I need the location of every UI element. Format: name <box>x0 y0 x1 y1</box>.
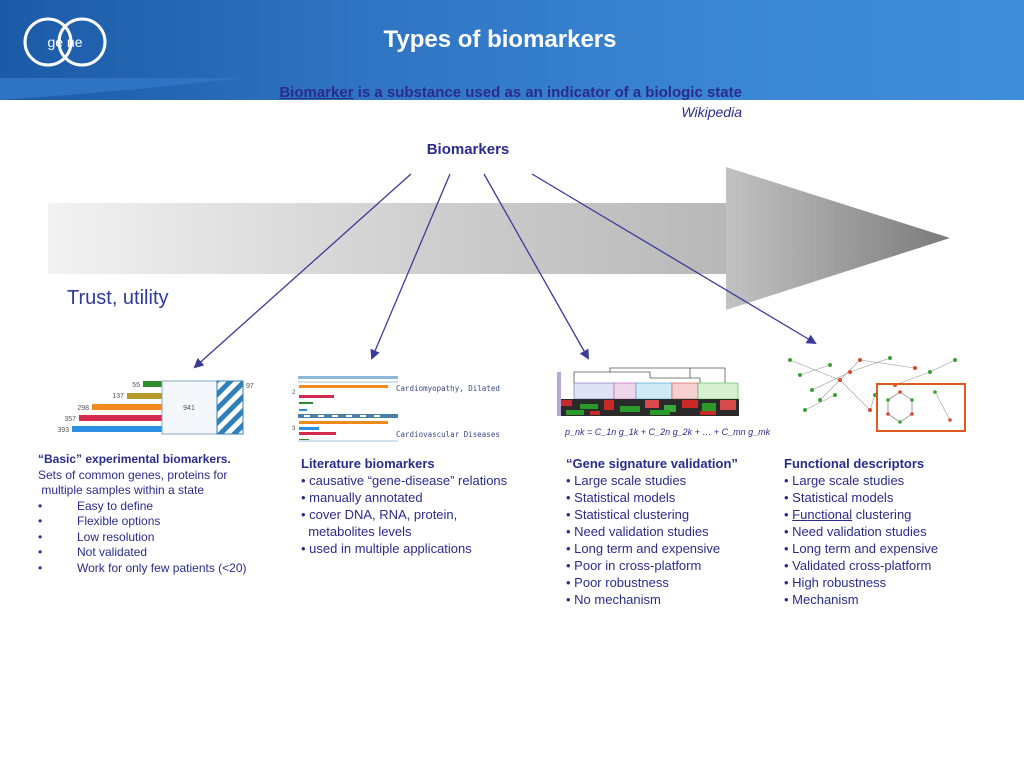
highlighted-module <box>876 383 966 432</box>
definition-rest: is a substance used as an indicator of a… <box>353 84 742 101</box>
list-item: • Large scale studies <box>566 473 687 488</box>
arrow-to-literature <box>370 173 451 360</box>
functional-network <box>776 346 966 432</box>
biomarkers-label: Biomarkers <box>426 141 510 158</box>
trust-utility-label: Trust, utility <box>67 287 169 309</box>
chart-side-value: 97 <box>246 383 254 390</box>
column-text: Sets of common genes, proteins for <box>38 467 228 482</box>
list-item: •Work for only few patients (<20) <box>38 560 247 575</box>
lit-label: Cardiovascular Diseases <box>396 430 500 439</box>
list-item: •Easy to define <box>38 498 154 513</box>
list-item: • Need validation studies <box>566 524 709 539</box>
gene-signature-formula: p_nk = C_1n g_1k + C_2n g_2k + … + C_mn … <box>565 427 771 437</box>
lit-bar <box>299 402 313 404</box>
list-item: •Low resolution <box>38 529 155 544</box>
chart-value-label: 55 <box>132 382 140 389</box>
list-item: • Statistical clustering <box>566 507 690 522</box>
list-item: • manually annotated <box>301 490 423 505</box>
list-item: • Mechanism <box>784 592 859 607</box>
trust-arrow-head <box>726 167 950 310</box>
list-item: • used in multiple applications <box>301 541 472 556</box>
column-text: multiple samples within a state <box>38 483 205 497</box>
list-item: • Need validation studies <box>784 524 927 539</box>
list-item: • No mechanism <box>566 592 661 607</box>
list-item: •Not validated <box>38 545 148 559</box>
definition-source: Wikipedia <box>681 104 742 120</box>
literature-biomarkers-column: Literature biomarkers • causative “gene-… <box>301 455 551 557</box>
literature-chart: 2 3 Cardiomyopathy, Dilated Cardiovascul… <box>292 376 500 442</box>
column-heading: “Gene signature validation” <box>566 456 738 471</box>
column-heading: Literature biomarkers <box>301 456 435 471</box>
arrow-to-functional <box>531 173 817 345</box>
lit-bar <box>299 421 388 424</box>
arrow-to-signature <box>483 173 589 360</box>
header-curve <box>0 78 250 100</box>
chart-value-label: 357 <box>64 416 76 423</box>
chart-bar <box>143 381 162 387</box>
chart-hatched-box <box>216 380 244 435</box>
list-item: • Large scale studies <box>784 473 905 488</box>
lit-bar <box>299 427 319 430</box>
list-item: • Validated cross-platform <box>784 558 932 573</box>
list-item: • causative “gene-disease” relations <box>301 473 508 488</box>
list-item: • Statistical models <box>566 490 676 505</box>
list-item: • High robustness <box>784 575 887 590</box>
list-item: • Long term and expensive <box>566 541 721 556</box>
definition-text: Biomarker is a substance used as an indi… <box>150 84 742 101</box>
gene-logo: ge ne <box>23 17 107 67</box>
list-item: •Flexible options <box>38 514 161 528</box>
basic-biomarkers-column: “Basic” experimental biomarkers. Sets of… <box>38 452 288 576</box>
column-heading: “Basic” experimental biomarkers. <box>38 452 231 466</box>
signature-heatmap <box>557 367 739 416</box>
chart-bar <box>72 426 162 432</box>
chart-value-label: 298 <box>77 405 89 412</box>
trust-arrow-band <box>48 203 728 274</box>
chart-bar <box>79 415 162 421</box>
lit-row-number: 3 <box>292 426 296 432</box>
lit-bar <box>299 385 388 388</box>
chart-bar <box>92 404 162 410</box>
arrow-to-basic <box>193 173 412 369</box>
basic-biomarker-chart: 55 137 298 357 393 941 97 <box>57 380 254 435</box>
functional-descriptors-column: Functional descriptors • Large scale stu… <box>784 455 1004 608</box>
lit-bar <box>299 395 334 398</box>
chart-value-label: 393 <box>57 427 69 434</box>
functional-link[interactable]: Functional <box>792 507 853 522</box>
column-heading: Functional descriptors <box>784 456 925 471</box>
list-item: • Long term and expensive <box>784 541 939 556</box>
list-item: • Functional clustering <box>784 507 912 522</box>
lit-label: Cardiomyopathy, Dilated <box>396 384 500 393</box>
list-item: metabolites levels <box>301 524 412 539</box>
chart-box-value: 941 <box>183 405 195 412</box>
lit-bar <box>299 432 336 435</box>
chart-bar <box>127 393 162 399</box>
chart-value-label: 137 <box>112 393 124 400</box>
chart-box <box>161 380 218 435</box>
lit-bar <box>299 409 307 411</box>
biomarker-term[interactable]: Biomarker <box>279 84 354 101</box>
list-item: • Statistical models <box>784 490 894 505</box>
list-item: • Poor robustness <box>566 575 669 590</box>
logo-text: ge ne <box>47 34 82 50</box>
list-item: • cover DNA, RNA, protein, <box>301 507 458 522</box>
list-item: • Poor in cross-platform <box>566 558 702 573</box>
page-title: Types of biomarkers <box>383 26 617 53</box>
lit-row-number: 2 <box>292 390 296 396</box>
gene-signature-column: “Gene signature validation” • Large scal… <box>566 455 776 608</box>
